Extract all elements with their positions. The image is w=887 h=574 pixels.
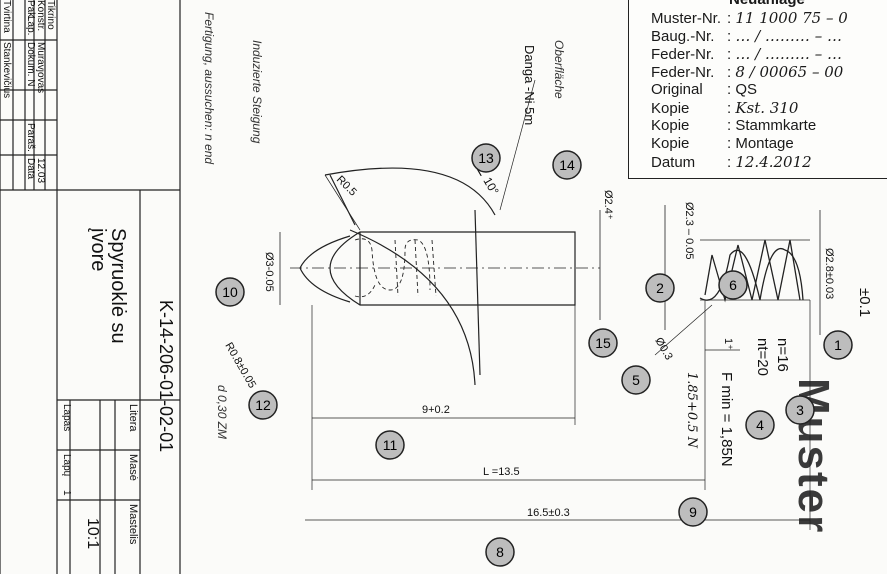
role-konstr: Konstr. [35, 0, 46, 31]
marker-15: 15 [588, 328, 618, 358]
svg-text:11: 11 [383, 437, 398, 453]
role-tikrino: Tikrino [45, 0, 56, 30]
svg-text:9: 9 [689, 504, 697, 520]
constr-date: 12.03 [35, 158, 46, 183]
mase-label: Masė [127, 454, 139, 481]
marker-5: 5 [621, 365, 651, 395]
danga-label: Danga -Ni 5m [522, 45, 537, 125]
d03-label: Ø0.3 [652, 336, 674, 363]
stamp-row-baug: Baug.-Nr.: … / ……… – … [651, 27, 842, 45]
d23-label: Ø2.3 – 0.05 [683, 202, 695, 260]
stamp-row-datum: Datum: 12.4.2012 [651, 153, 812, 171]
d3-label: Ø3-0.05 [263, 252, 275, 292]
rev-pak: Pak. [25, 0, 36, 20]
marker-9: 9 [678, 497, 708, 527]
marker-13: 13 [471, 143, 501, 173]
handwriting-fertigung: Fertigung, aussuchen: n end [202, 12, 216, 164]
marker-1: 1 [823, 330, 853, 360]
left-name-2: Stankevičius [1, 42, 12, 98]
litera-label: Litera [127, 404, 139, 432]
inspection-stamp: Neuanlage Muster-Nr.: 11 1000 75 – 0 Bau… [628, 0, 887, 179]
svg-text:2: 2 [656, 280, 664, 296]
len9-label: 9+0.2 [422, 404, 450, 416]
fmin-label: F min = 1,85N [718, 372, 735, 467]
constr-name: Muravjovas [35, 42, 46, 93]
stamp-row-feder2: Feder-Nr.: 8 / 00065 – 00 [651, 63, 844, 81]
stamp-header: Neuanlage [729, 0, 805, 8]
svg-text:15: 15 [595, 335, 611, 351]
len165-label: 16.5±0.3 [527, 507, 570, 519]
marker-8: 8 [485, 537, 515, 567]
stamp-row-kopie1: Kopie: Kst. 310 [651, 99, 799, 117]
marker-10: 10 [215, 277, 245, 307]
marker-6: 6 [718, 270, 748, 300]
title-line1: Spyruoklė su [107, 228, 129, 344]
d24-label: Ø2.4⁺ [602, 190, 614, 220]
stamp-row-original: Original: QS [651, 81, 758, 98]
rev-paras: Parаš. [25, 123, 36, 152]
lapu-count: 1 [61, 490, 72, 496]
stamp-row-feder1: Feder-Nr.: … / ……… – … [651, 45, 842, 63]
marker-4: 4 [745, 410, 775, 440]
marker-14: 14 [552, 150, 582, 180]
svg-text:13: 13 [478, 150, 494, 166]
force-label: 1.85+0.5 N [684, 372, 699, 449]
one-label: 1⁺ [722, 338, 734, 350]
lapas-label: Lapas [61, 404, 72, 431]
svg-text:12: 12 [255, 397, 271, 413]
svg-text:5: 5 [632, 372, 640, 388]
rev-lap: Lap. [25, 16, 36, 35]
mastelis-label: Mastelis [127, 504, 139, 545]
marker-2: 2 [645, 273, 675, 303]
lapu-label: Lapų [61, 454, 72, 477]
marker-11: 11 [375, 430, 405, 460]
d28-label: Ø2.8±0.03 [823, 248, 835, 299]
tol-label: ±0.1 [856, 288, 873, 317]
drawing-number: K-14-206-01-02-01 [156, 300, 176, 452]
r08-label: R0.8±0.05 [222, 341, 258, 391]
svg-text:10: 10 [222, 284, 238, 300]
scale-value: 10:1 [84, 518, 101, 549]
stamp-row-kopie2: Kopie: Stammkarte [651, 117, 817, 134]
svg-text:1: 1 [834, 337, 842, 353]
title-line2: įvore [87, 228, 109, 271]
nt-label: nt=20 [754, 338, 771, 376]
n-label: n=16 [774, 338, 791, 372]
rev-dokum: Dokum. N [25, 42, 36, 86]
marker-3: 3 [785, 395, 815, 425]
L-label: L =13.5 [483, 466, 520, 478]
svg-text:4: 4 [756, 417, 764, 433]
left-name-1: Tvirtina [1, 0, 12, 33]
rev-data: Data [25, 158, 36, 180]
handwriting-steigung: Induzierte Steigung [250, 40, 264, 144]
svg-text:3: 3 [796, 402, 804, 418]
stamp-row-muster: Muster-Nr.: 11 1000 75 – 0 [651, 9, 848, 27]
handwriting-oberflache: Oberfläche [552, 40, 566, 99]
marker-12: 12 [248, 390, 278, 420]
handwriting-d030: d 0,30 ZM [215, 385, 229, 439]
svg-text:6: 6 [729, 277, 737, 293]
svg-text:14: 14 [559, 157, 575, 173]
stamp-row-kopie3: Kopie: Montage [651, 135, 794, 152]
svg-text:8: 8 [496, 544, 504, 560]
